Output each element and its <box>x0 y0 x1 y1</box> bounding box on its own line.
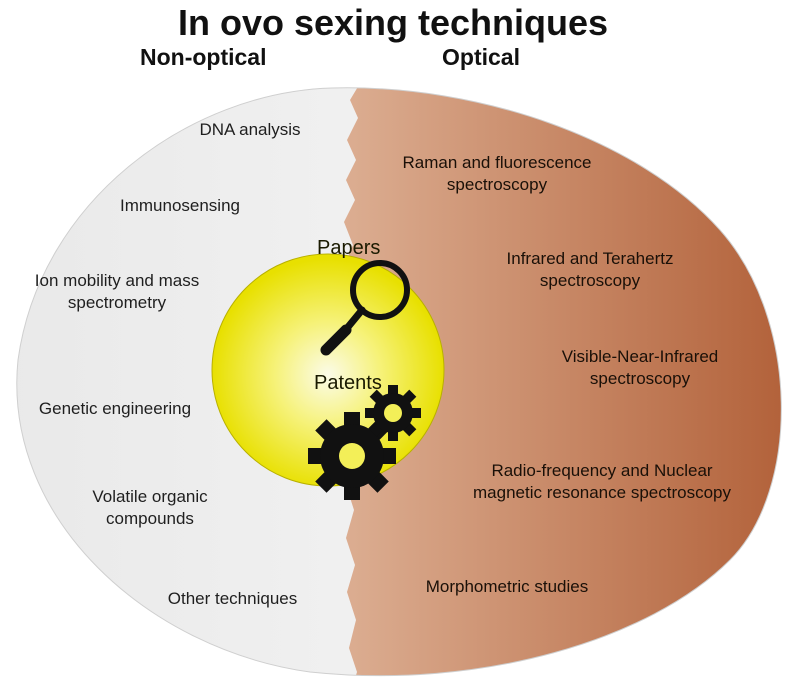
label-infrared: Infrared and Terahertz spectroscopy <box>506 249 674 290</box>
label-other-techniques: Other techniques <box>167 589 298 608</box>
optical-heading: Optical <box>442 44 520 70</box>
optical-half <box>342 87 782 676</box>
patents-label: Patents <box>314 372 382 394</box>
papers-label: Papers <box>317 237 381 259</box>
non-optical-heading: Non-optical <box>140 44 267 70</box>
label-visible-nir: Visible-Near-Infrared spectroscopy <box>561 347 719 388</box>
label-genetic-engineering: Genetic engineering <box>38 399 192 418</box>
magnifier-icon <box>320 260 410 356</box>
label-immunosensing: Immunosensing <box>119 196 240 215</box>
figure-title: In ovo sexing techniques <box>177 2 609 43</box>
label-volatile-organic: Volatile organic compounds <box>92 487 208 528</box>
label-raman: Raman and fluorescence spectroscopy <box>402 153 592 194</box>
label-dna-analysis: DNA analysis <box>199 120 301 139</box>
egg-outline <box>16 87 782 677</box>
label-radio-frequency: Radio-frequency and Nuclear magnetic res… <box>473 461 731 502</box>
label-morphometric: Morphometric studies <box>425 577 589 596</box>
label-ion-mobility: Ion mobility and mass spectrometry <box>34 271 200 312</box>
